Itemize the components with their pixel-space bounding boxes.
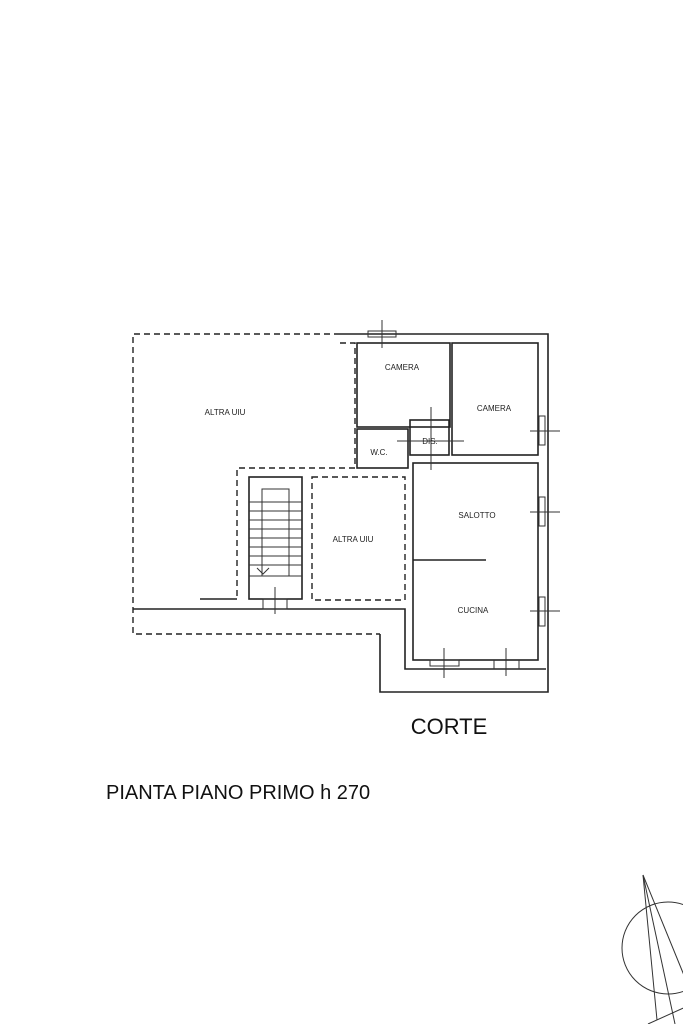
room-label-camera: CAMERA [477, 404, 512, 413]
room-label-cucina: CUCINA [458, 606, 489, 615]
north-arrow [621, 874, 683, 1024]
boundary-dashed [132, 333, 406, 635]
room-label-salotto: SALOTTO [458, 511, 495, 520]
room-label-wc: W.C. [370, 448, 387, 457]
windows-doors [262, 320, 560, 678]
room-label-altra-uiu: ALTRA UIU [205, 408, 246, 417]
corte-label: CORTE [411, 714, 488, 739]
room-label-altra-uiu: ALTRA UIU [333, 535, 374, 544]
room-label-dis: DIS. [422, 437, 438, 446]
plan-title: PIANTA PIANO PRIMO h 270 [106, 782, 370, 804]
staircase [248, 476, 303, 600]
room-label-camera: CAMERA [385, 363, 420, 372]
